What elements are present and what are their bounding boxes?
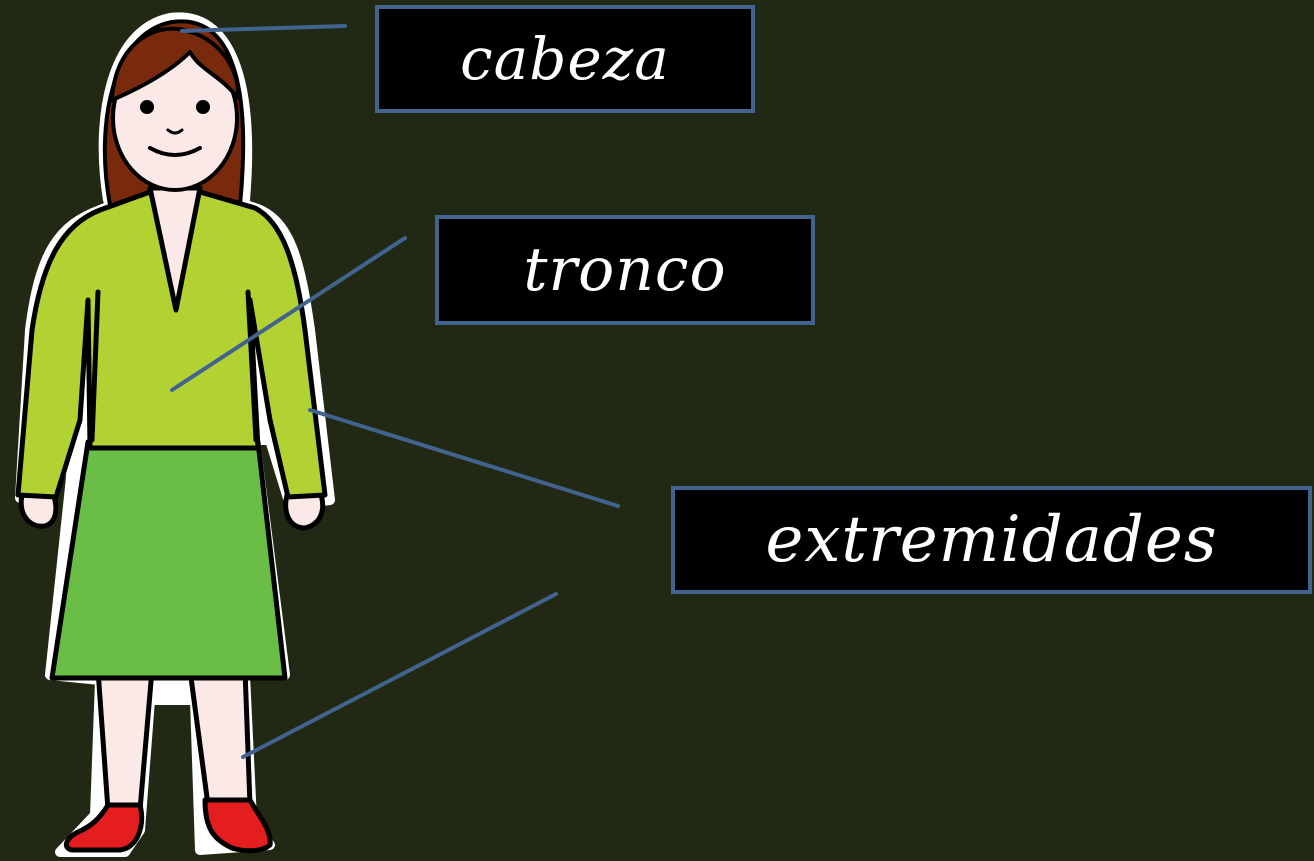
mouth xyxy=(148,146,202,157)
hands xyxy=(18,489,326,531)
arm-folds xyxy=(89,289,259,443)
head-label-text: cabeza xyxy=(460,25,670,93)
limbs-label: extremidades xyxy=(671,486,1312,594)
nose xyxy=(166,128,184,135)
leader-lines xyxy=(170,24,620,759)
hair-fringe xyxy=(110,26,241,102)
head-label: cabeza xyxy=(375,5,755,113)
trunk-label: tronco xyxy=(435,215,815,325)
trunk-label-text: tronco xyxy=(523,235,727,305)
trunk-leader-line xyxy=(170,236,407,392)
head-leader-line xyxy=(180,24,347,33)
legs xyxy=(95,667,253,813)
leg-leader-line xyxy=(241,592,558,759)
arm-leader-line xyxy=(308,408,620,508)
limbs-label-text: extremidades xyxy=(765,503,1218,577)
skirt xyxy=(49,439,288,681)
eyes xyxy=(140,100,210,114)
shoes xyxy=(63,797,273,854)
